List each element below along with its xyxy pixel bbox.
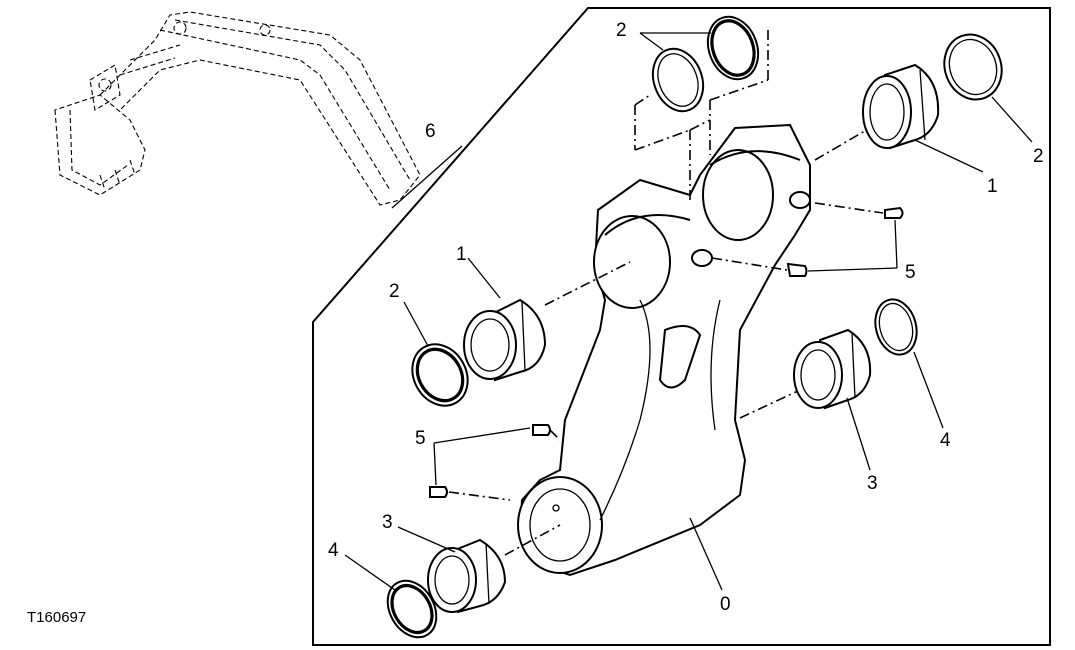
figure-id-label: T160697 — [27, 609, 86, 626]
callout-2-right: 2 — [1033, 146, 1044, 167]
callout-0: 0 — [720, 594, 731, 615]
leader-lines — [344, 32, 1033, 591]
seal-4-bottom — [386, 579, 438, 639]
callout-6: 6 — [425, 121, 436, 142]
bushing-1-top — [862, 63, 940, 150]
excavator-locator-sketch — [54, 11, 421, 206]
seal-2-right — [943, 33, 1003, 101]
bushing-3-right — [793, 328, 872, 410]
callout-1-top: 1 — [987, 176, 998, 197]
callout-4-bottom: 4 — [328, 540, 339, 561]
seal-4-right — [874, 298, 918, 356]
grease-fitting-5-right-b — [786, 262, 808, 277]
link-body — [517, 123, 811, 577]
detail-frame — [312, 7, 1051, 646]
grease-fitting-5-right-a — [884, 206, 904, 219]
callout-2-left: 2 — [389, 281, 400, 302]
callout-3-bottom: 3 — [382, 512, 393, 533]
callout-4-right: 4 — [940, 430, 951, 451]
seal-2-left — [411, 343, 469, 407]
callout-5-left: 5 — [415, 428, 426, 449]
seal-2-top-pair — [651, 15, 760, 113]
callout-2-top: 2 — [616, 20, 627, 41]
callout-1-left: 1 — [456, 244, 467, 265]
callout-5-right: 5 — [905, 262, 916, 283]
callout-3-right: 3 — [867, 473, 878, 494]
grease-fitting-5-left-b — [429, 486, 448, 498]
bushing-1-left — [463, 298, 547, 382]
grease-fitting-5-left-a — [532, 424, 551, 436]
bushing-3-bottom — [427, 538, 507, 614]
